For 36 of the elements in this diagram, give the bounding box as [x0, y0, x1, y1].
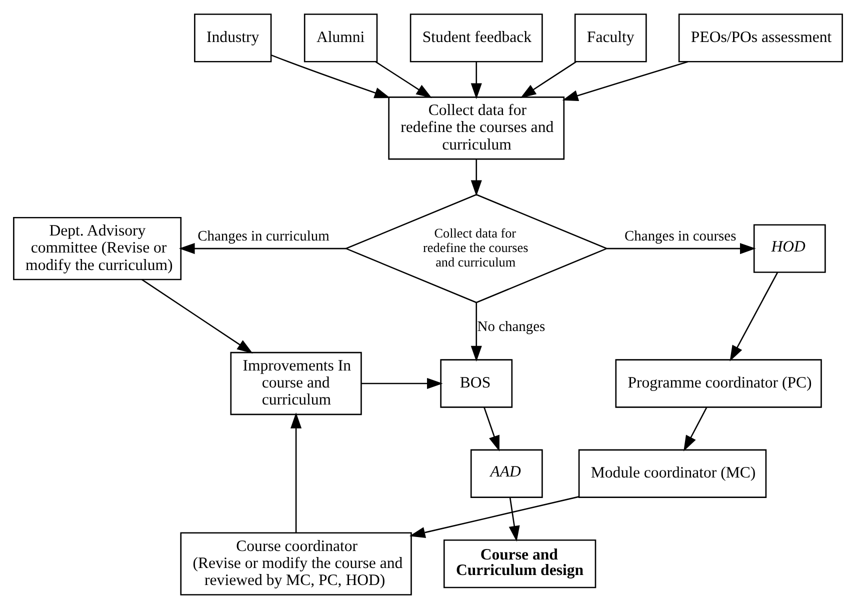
node-box: Alumni [304, 14, 378, 62]
arrow [470, 62, 482, 100]
node-box: Module coordinator (MC) [578, 449, 767, 498]
arrow [178, 243, 346, 254]
arrow [508, 497, 520, 542]
arrow [520, 61, 576, 98]
node-box: Student feedback [410, 14, 543, 62]
node-box: Industry [194, 14, 272, 62]
arrow [375, 61, 432, 98]
arrow [562, 61, 688, 101]
arrow [484, 407, 500, 452]
node-box: BOS [440, 359, 513, 408]
arrow [606, 243, 756, 254]
node-box: AAD [470, 449, 543, 498]
node-box: Collect data for redefine the courses and curriculum [388, 96, 565, 160]
node-box: Faculty [574, 14, 647, 62]
node-box: Improvements In course and curriculum [230, 352, 362, 416]
arrow [470, 159, 482, 196]
arrow [271, 54, 390, 98]
node-box: Dept. Advisory committee (Revise or modify the curriculum) [13, 216, 182, 280]
node-box: HOD [753, 224, 826, 273]
edge-label: Changes in curriculum [198, 228, 330, 244]
arrow [290, 412, 302, 533]
edge-label: No changes [477, 319, 546, 336]
node-box: Programme coordinator (PC) [615, 359, 822, 408]
arrow [684, 407, 708, 452]
node-box: Course coordinator (Revise or modify the course and reviewed by MC, PC, HOD) [180, 532, 412, 596]
edge-label: Changes in courses [624, 228, 736, 244]
arrow [730, 272, 778, 362]
node-box: Course and Curriculum design [443, 539, 596, 588]
arrow [361, 378, 443, 389]
arrow [409, 496, 580, 538]
node-box: PEOs/POs assessment [678, 14, 843, 62]
arrow [470, 302, 482, 362]
arrow [142, 279, 253, 354]
node-diamond: Collect data for redefine the courses and curriculum [344, 194, 608, 304]
